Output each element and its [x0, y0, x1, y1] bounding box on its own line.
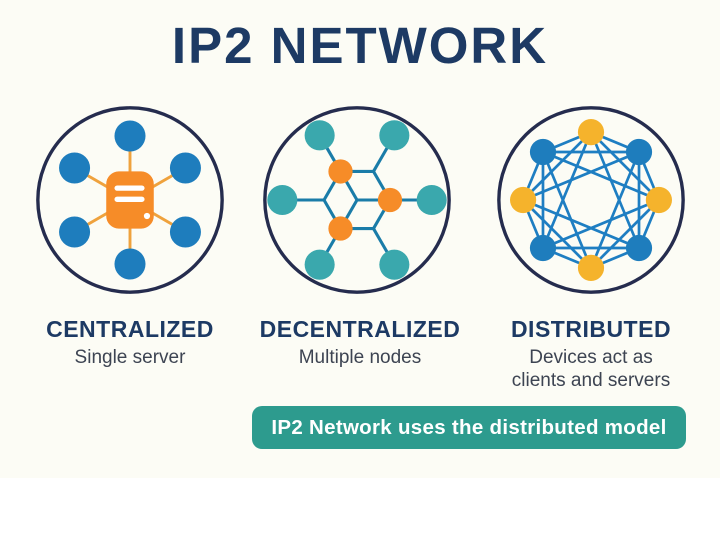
client-node	[59, 216, 91, 248]
client-node	[169, 216, 201, 248]
decentralized-figure	[260, 103, 454, 297]
client-node	[59, 152, 91, 184]
outer-node	[379, 120, 410, 151]
hub-node	[377, 187, 403, 213]
peer-node	[577, 119, 605, 146]
client-node	[114, 248, 146, 280]
outer-ring	[263, 106, 451, 294]
peer-node	[625, 234, 653, 262]
peer-node	[625, 138, 653, 166]
client-node	[114, 120, 146, 152]
outer-node	[379, 249, 410, 280]
hub-node	[328, 216, 353, 241]
page-title: IP2 NETWORK	[171, 17, 549, 74]
sublabel-line: clients and servers	[511, 369, 671, 391]
outer-node	[304, 249, 335, 280]
distributed-figure	[494, 103, 688, 297]
centralized-figure	[33, 103, 227, 297]
hub-node	[328, 159, 353, 184]
distributed-sublabel: Devices act as clients and servers	[476, 347, 706, 392]
server-led	[143, 212, 151, 220]
peer-node	[529, 138, 557, 166]
outer-node	[267, 184, 298, 216]
server-slot	[114, 196, 145, 202]
banner-text: IP2 Network uses the distributed model	[271, 415, 667, 439]
outer-node	[304, 120, 335, 151]
decentralized-sublabel: Multiple nodes	[245, 347, 475, 370]
centralized-label: CENTRALIZED	[46, 316, 214, 342]
decentralized-label: DECENTRALIZED	[259, 316, 461, 342]
client-node	[169, 152, 201, 184]
centralized-network-icon	[36, 106, 224, 294]
distributed-network-icon	[497, 106, 685, 294]
peer-node	[510, 186, 537, 214]
peer-node	[577, 254, 605, 281]
distributed-label: DISTRIBUTED	[510, 316, 672, 342]
peer-node	[645, 186, 672, 214]
centralized-sublabel: Single server	[15, 347, 245, 370]
outer-node	[416, 184, 447, 216]
outer-ring	[36, 106, 224, 294]
canvas-background	[0, 0, 720, 478]
server-slot	[114, 185, 145, 191]
distributed-model-banner: IP2 Network uses the distributed model	[252, 406, 686, 449]
peer-node	[529, 234, 557, 262]
sublabel-line: Single server	[74, 347, 186, 368]
outer-ring	[497, 106, 685, 294]
sublabel-line: Devices act as	[529, 347, 653, 368]
decentralized-network-icon	[263, 106, 451, 294]
sublabel-line: Multiple nodes	[298, 347, 422, 368]
